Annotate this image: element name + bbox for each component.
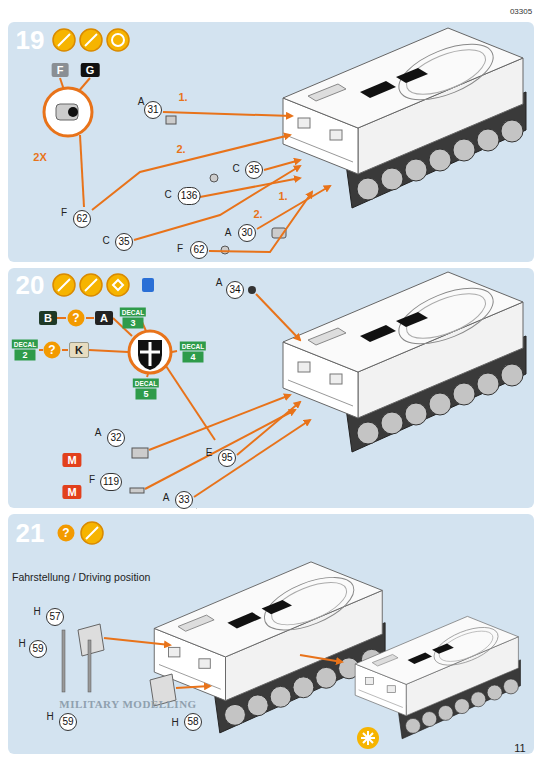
- sprue-letter: H: [18, 638, 25, 649]
- decal-number: 4: [182, 352, 203, 363]
- color-flag: K: [69, 342, 89, 358]
- callout-number: 58: [184, 713, 202, 731]
- decal-number: 5: [135, 389, 156, 400]
- color-unknown-mark: ?: [44, 342, 61, 359]
- step-number: 20: [16, 270, 45, 301]
- sprue-letter: A: [138, 96, 145, 107]
- sprue-letter: A: [216, 277, 223, 288]
- color-unknown-mark: ?: [68, 310, 85, 327]
- sprue-letter: E: [206, 447, 213, 458]
- callout-number: 136: [178, 187, 201, 205]
- page-code: 03305: [510, 7, 532, 16]
- callout-number: 57: [46, 608, 64, 626]
- decal-number: 3: [122, 318, 143, 329]
- decal-tag: DECAL: [133, 379, 159, 388]
- callout-number: 33: [175, 491, 193, 509]
- order-mark: 2X: [33, 151, 46, 163]
- watermark: MILITARY MODELLING: [59, 698, 196, 710]
- callout-number: 119: [100, 473, 122, 491]
- callout-number: 35: [245, 161, 263, 179]
- sprue-letter: H: [46, 711, 53, 722]
- color-flag: B: [39, 311, 57, 325]
- callout-number: 34: [226, 281, 244, 299]
- callout-number: 35: [115, 233, 133, 251]
- decal-number: 2: [14, 350, 35, 361]
- sprue-letter: A: [163, 492, 170, 503]
- page-number: 11: [514, 742, 525, 754]
- order-mark: 1.: [278, 190, 287, 202]
- sprue-letter: C: [164, 189, 171, 200]
- sprue-letter: A: [95, 427, 102, 438]
- sprue-letter: F: [89, 474, 95, 485]
- sprue-letter: C: [102, 235, 109, 246]
- callout-number: 59: [59, 713, 77, 731]
- sprue-letter: A: [225, 227, 232, 238]
- caption-note: Fahrstellung / Driving position: [12, 571, 150, 583]
- sprue-letter: H: [171, 717, 178, 728]
- callout-number: 32: [107, 429, 125, 447]
- sprue-letter: F: [61, 207, 67, 218]
- order-mark: 2.: [253, 208, 262, 220]
- decal-tag: DECAL: [180, 342, 206, 351]
- step-number: 19: [16, 25, 45, 56]
- color-flag: F: [52, 63, 69, 77]
- color-flag: M: [62, 453, 81, 467]
- callout-number: 59: [29, 640, 47, 658]
- callout-number: 62: [73, 210, 91, 228]
- color-flag: A: [95, 311, 113, 325]
- order-mark: 1.: [178, 91, 187, 103]
- callout-number: 30: [238, 224, 256, 242]
- sprue-letter: H: [33, 606, 40, 617]
- step-number: 21: [16, 518, 45, 549]
- callout-number: 31: [144, 101, 162, 119]
- sprue-letter: F: [177, 243, 183, 254]
- decal-tag: DECAL: [120, 308, 146, 317]
- callout-number: 62: [190, 241, 208, 259]
- sprue-letter: C: [232, 163, 239, 174]
- color-flag: G: [81, 63, 100, 77]
- order-mark: 2.: [176, 143, 185, 155]
- decal-tag: DECAL: [12, 340, 38, 349]
- color-unknown-mark: ?: [58, 525, 75, 542]
- callout-number: 95: [218, 449, 236, 467]
- color-flag: M: [62, 485, 81, 499]
